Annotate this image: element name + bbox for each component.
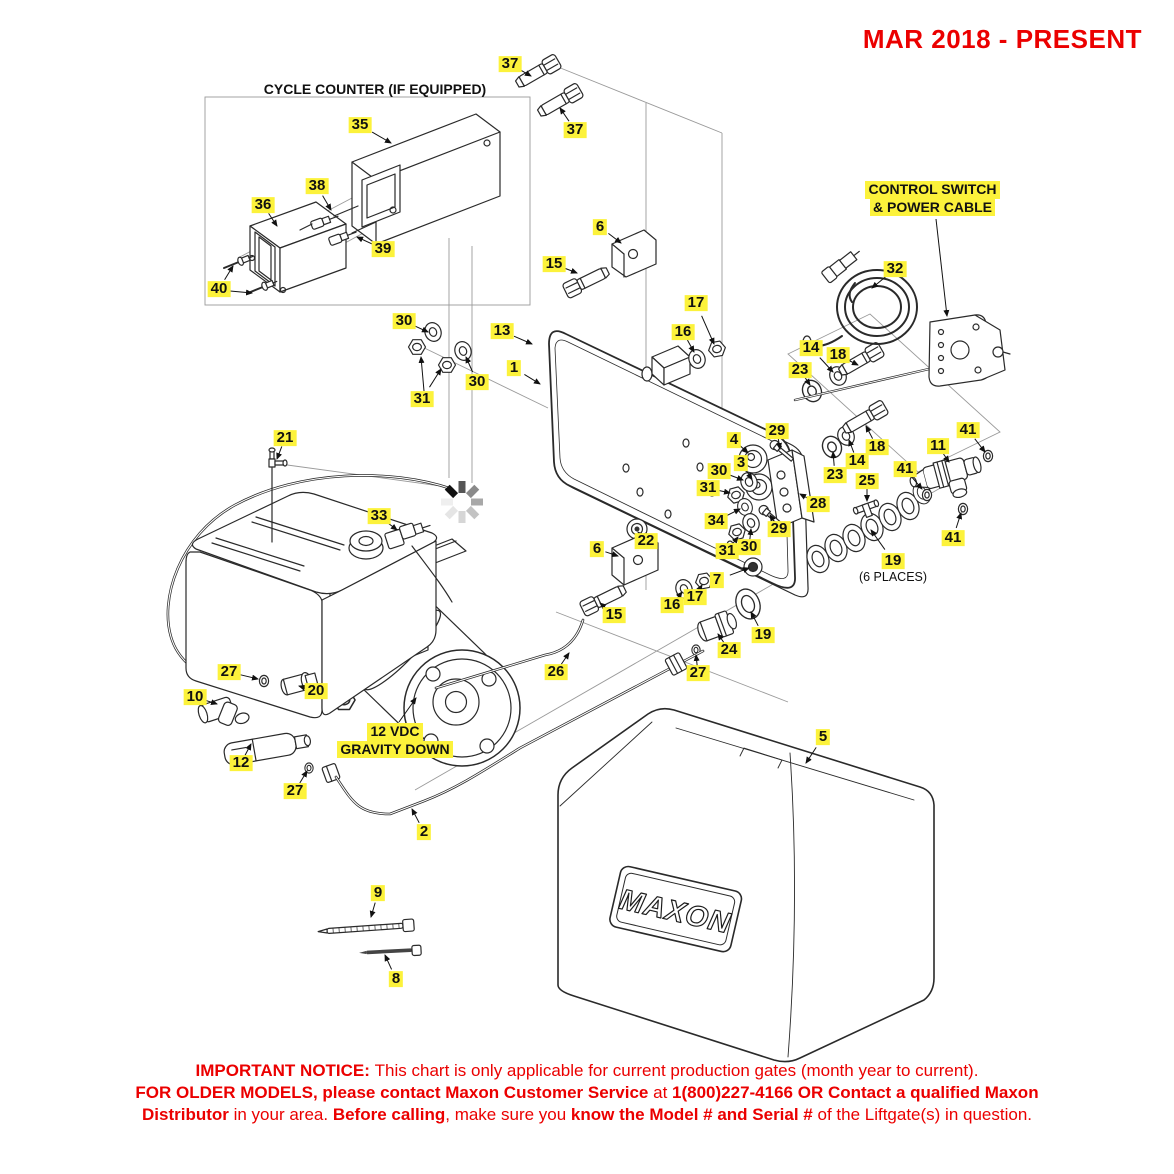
pump-cover: MAXON xyxy=(557,707,935,1063)
cycle-counter-assembly xyxy=(221,52,585,298)
control-switch-label: CONTROL SWITCH & POWER CABLE xyxy=(845,181,1020,216)
notice-line: Distributor in your area. Before calling… xyxy=(141,1105,1033,1124)
notice-line: FOR OLDER MODELS, please contact Maxon C… xyxy=(135,1083,1039,1102)
six-places-label: (6 PLACES) xyxy=(858,570,928,584)
important-notice: IMPORTANT NOTICE: This chart is only app… xyxy=(0,1060,1174,1126)
cable-ties xyxy=(317,918,422,957)
cycle-counter-label: CYCLE COUNTER (IF EQUIPPED) xyxy=(263,81,487,97)
gravity-down-label: 12 VDC GRAVITY DOWN xyxy=(320,723,470,758)
loading-spinner-icon xyxy=(441,481,483,523)
revision-tag: MAR 2018 - PRESENT xyxy=(862,24,1142,54)
control-switch-assembly xyxy=(793,250,1011,402)
notice-line: IMPORTANT NOTICE: This chart is only app… xyxy=(195,1061,979,1080)
